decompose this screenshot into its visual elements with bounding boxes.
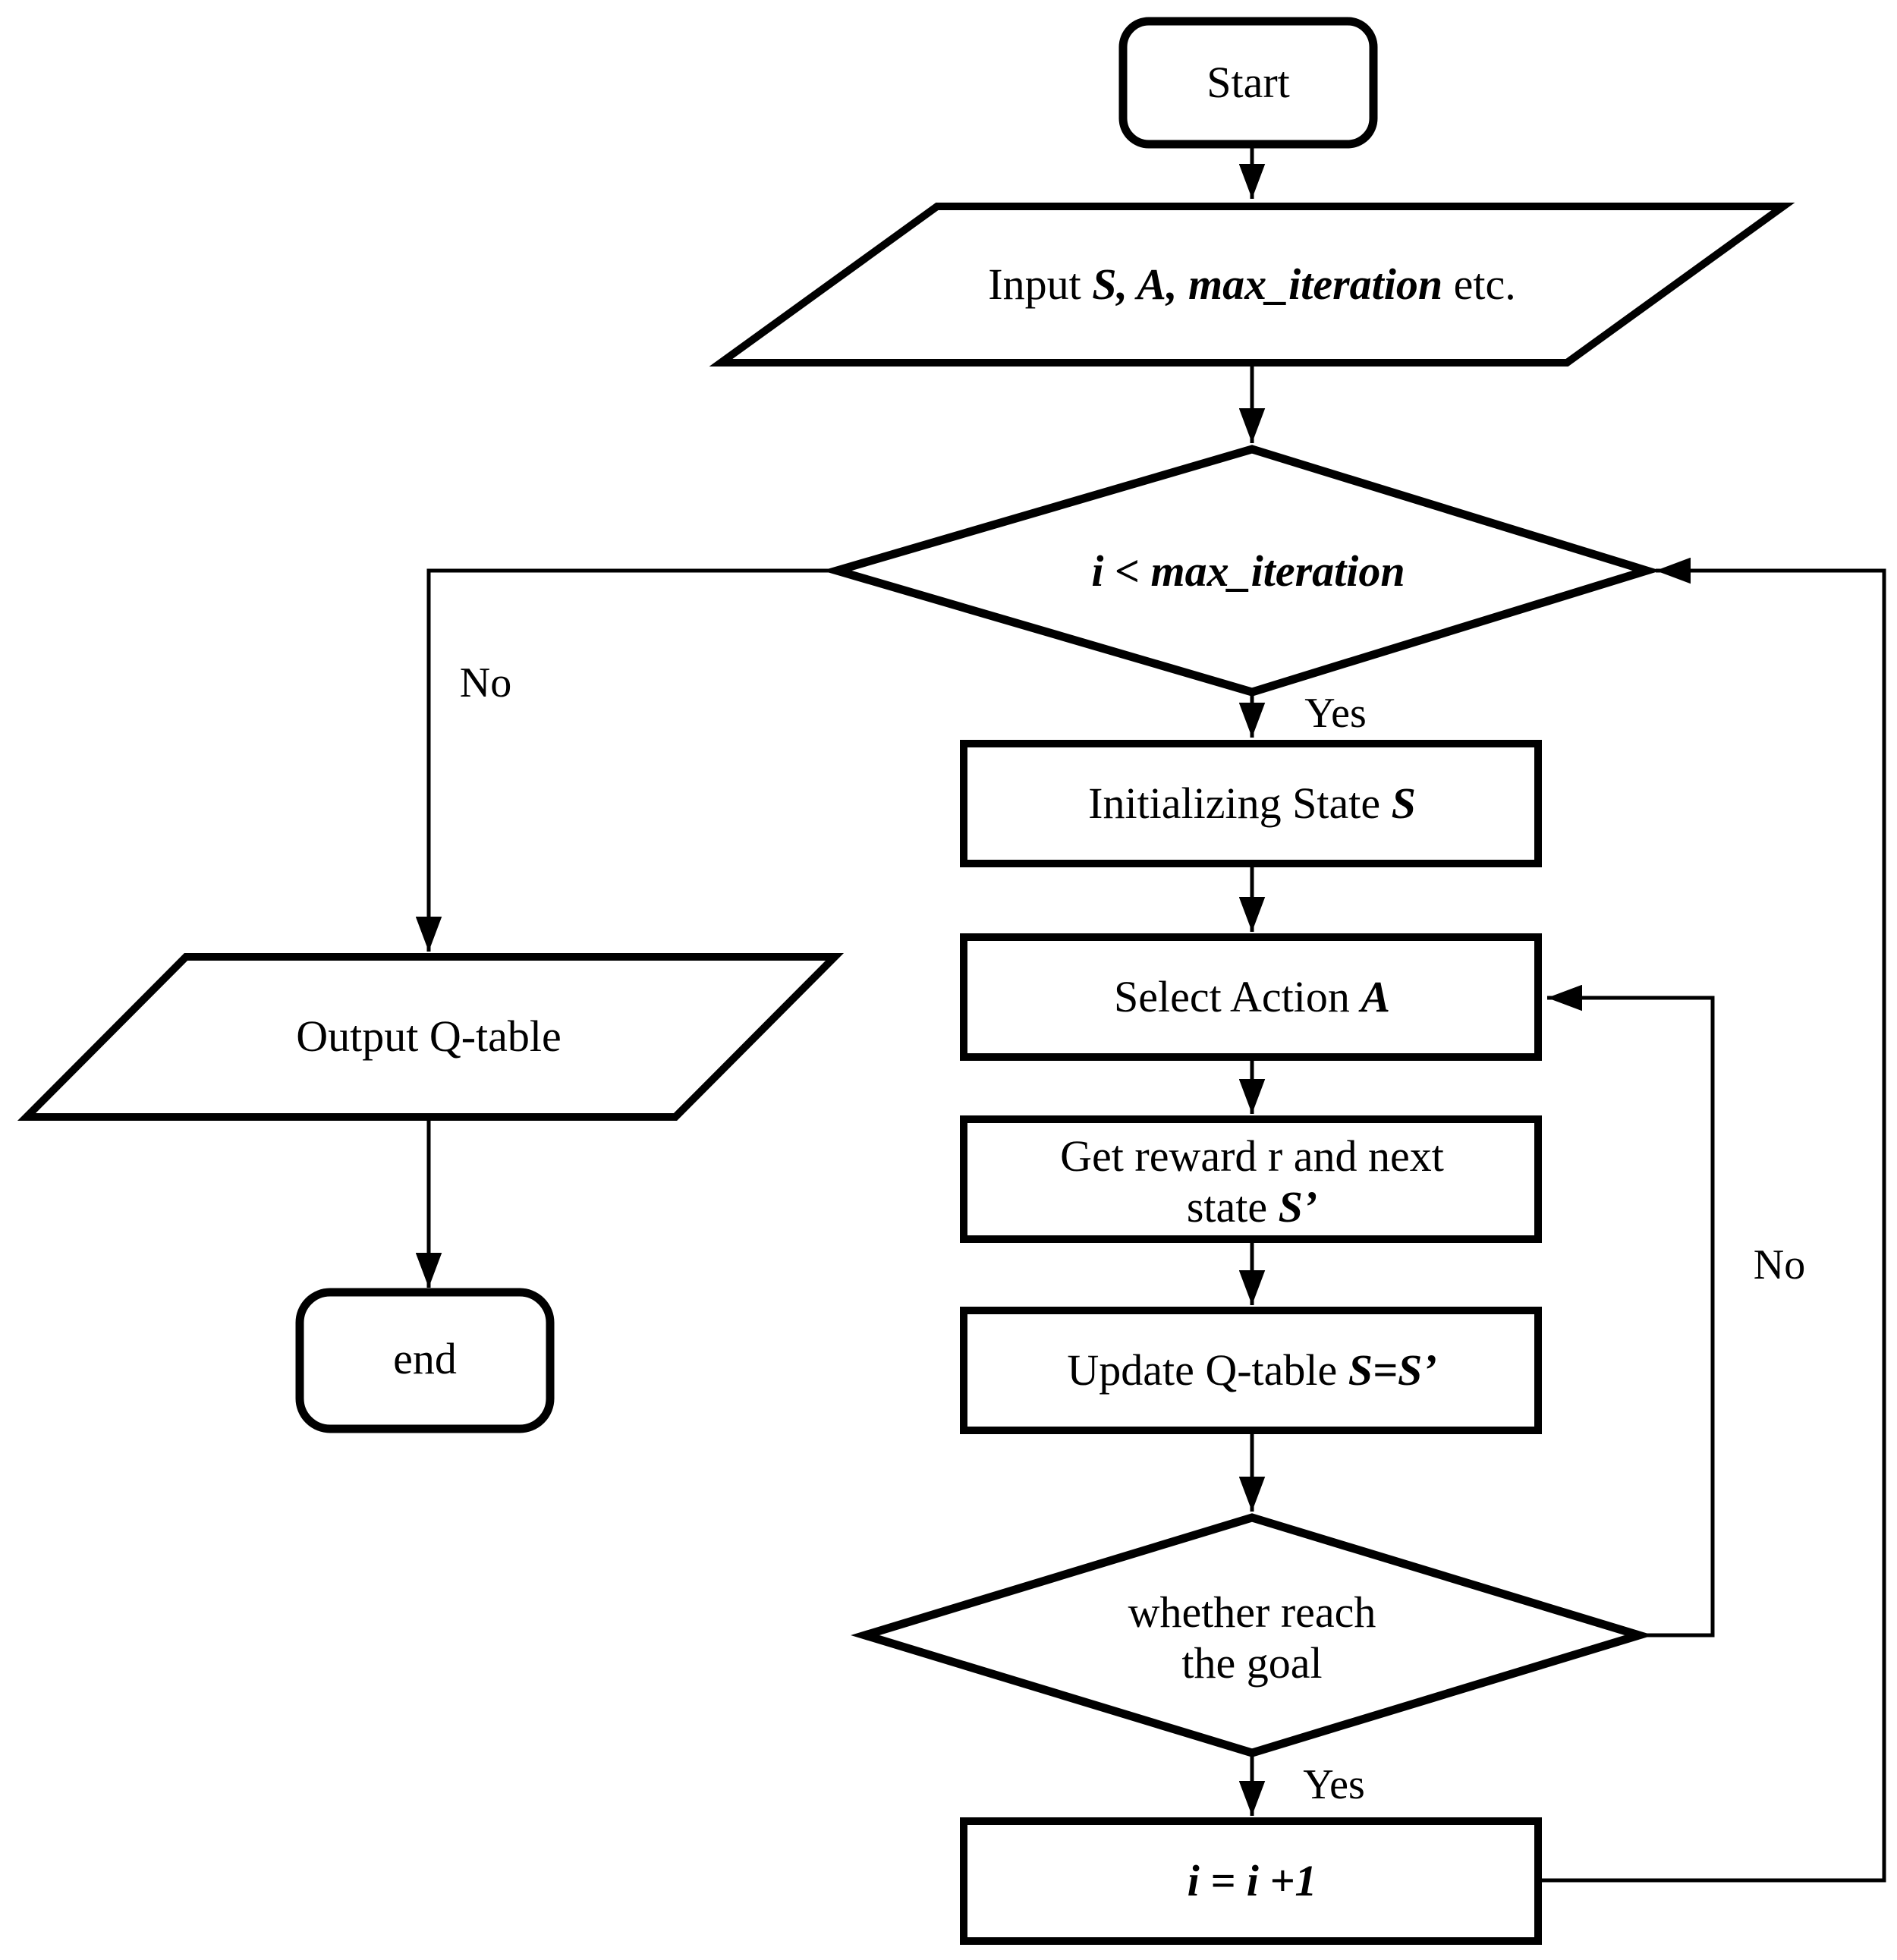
iter-condition-diamond-shape [822, 445, 1661, 697]
node-init-state: Initializing State S [960, 740, 1542, 867]
start-terminator-shape [1118, 17, 1378, 149]
node-get-reward: Get reward r and next state S’ [960, 1115, 1542, 1243]
node-goal-condition: whether reach the goal [851, 1513, 1653, 1757]
increment-label: i = i +1 [1188, 1856, 1317, 1905]
edge-goal-no-loop-to-select [1547, 984, 1715, 1638]
edge-increment-loop-to-iter-condition [1540, 557, 1886, 1883]
connectors [415, 144, 1886, 1883]
get-reward-label-line2: state S’ [1187, 1182, 1317, 1232]
iter-yes-label: Yes [1304, 690, 1366, 737]
node-update-qtable: Update Q-table S=S’ [960, 1307, 1542, 1434]
input-label: Input S, A, max_iteration etc. [988, 260, 1515, 309]
select-action-label: Select Action A [1114, 972, 1390, 1021]
end-terminator-shape [295, 1288, 555, 1433]
node-output: Output Q-table [17, 953, 845, 1121]
node-increment: i = i +1 [960, 1817, 1542, 1945]
goal-condition-diamond-shape [851, 1513, 1653, 1757]
start-label: Start [1206, 58, 1290, 107]
iter-condition-label: i < max_iteration [1091, 546, 1405, 596]
node-input: Input S, A, max_iteration etc. [709, 203, 1795, 367]
iter-no-label: No [460, 659, 511, 706]
output-label: Output Q-table [296, 1011, 562, 1061]
update-qtable-process-shape [960, 1307, 1542, 1434]
goal-yes-label: Yes [1303, 1761, 1364, 1808]
get-reward-label-line1: Get reward r and next [1060, 1131, 1444, 1181]
node-start: Start [1118, 17, 1378, 149]
goal-condition-label-line1: whether reach [1128, 1587, 1376, 1637]
edge-labels: Yes No Yes No [460, 659, 1805, 1808]
node-end: end [295, 1288, 555, 1433]
goal-condition-label-line2: the goal [1181, 1638, 1322, 1688]
init-state-process-shape [960, 740, 1542, 867]
update-qtable-label: Update Q-table S=S’ [1067, 1345, 1436, 1395]
input-parallelogram-shape [709, 203, 1795, 367]
increment-process-shape [960, 1817, 1542, 1945]
node-select-action: Select Action A [960, 933, 1542, 1061]
end-label: end [393, 1334, 457, 1383]
node-iter-condition: i < max_iteration [822, 445, 1661, 697]
init-state-label: Initializing State S [1088, 779, 1416, 828]
get-reward-process-shape [960, 1115, 1542, 1243]
goal-no-label: No [1754, 1241, 1805, 1288]
edge-iter-no-to-output [415, 568, 837, 952]
output-parallelogram-shape [17, 953, 845, 1121]
select-action-process-shape [960, 933, 1542, 1061]
